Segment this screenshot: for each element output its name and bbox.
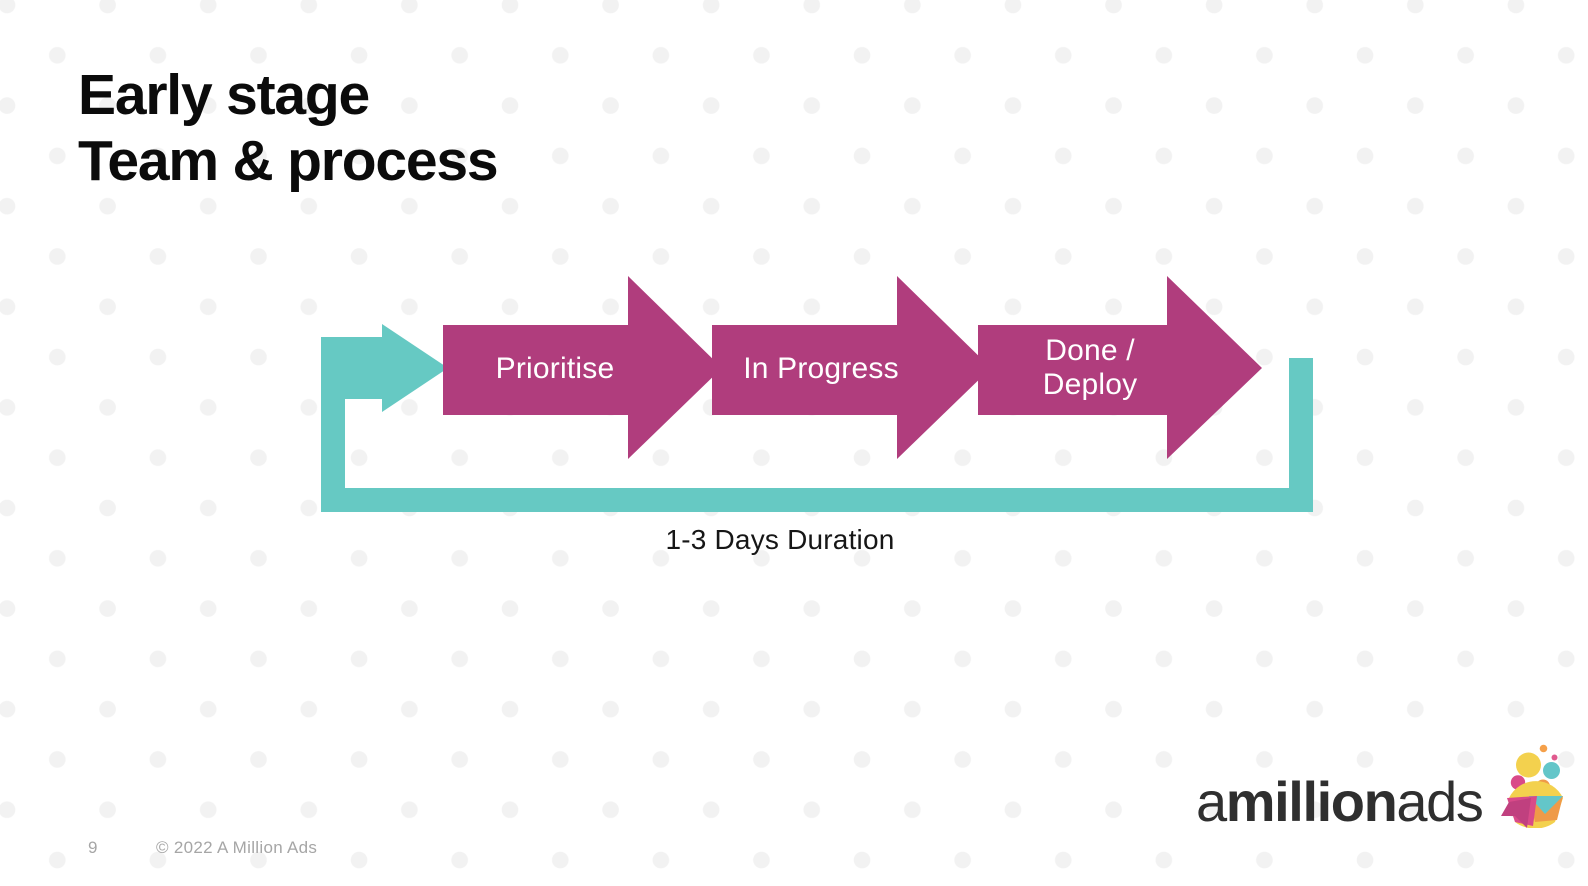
megaphone-confetti-icon <box>1500 744 1563 828</box>
stage-label-prioritise: Prioritise <box>496 352 615 385</box>
logo-text-a: a <box>1196 770 1227 833</box>
logo-text-million: million <box>1225 770 1398 833</box>
page-number: 9 <box>88 838 98 857</box>
loop-arrowhead <box>382 324 448 412</box>
stage-arrow-prioritise[interactable]: Prioritise <box>443 276 722 459</box>
duration-caption-text: 1-3 Days Duration <box>665 524 895 555</box>
title-line-1: Early stage <box>78 63 370 127</box>
stage-arrow-in-progress[interactable]: In Progress <box>712 276 991 459</box>
amillionads-logo: amillionads <box>1196 744 1571 830</box>
logo-text-ads: ads <box>1396 770 1483 833</box>
stage-label-deploy: Deploy <box>1043 368 1138 401</box>
feedback-loop-arrow <box>321 324 1313 512</box>
stage-label-in-progress: In Progress <box>743 352 899 385</box>
stage-arrow-done-deploy[interactable]: Done / Deploy <box>978 276 1262 459</box>
footer: 9 © 2022 A Million Ads <box>88 838 317 858</box>
copyright-text: © 2022 A Million Ads <box>156 838 318 857</box>
logo-wordmark: amillionads <box>1196 774 1484 830</box>
page-title: Early stage Team & process <box>78 62 838 194</box>
duration-caption: 1-3 Days Duration <box>0 524 1588 556</box>
title-line-2: Team & process <box>78 129 499 193</box>
stage-label-done: Done / <box>1045 334 1135 367</box>
